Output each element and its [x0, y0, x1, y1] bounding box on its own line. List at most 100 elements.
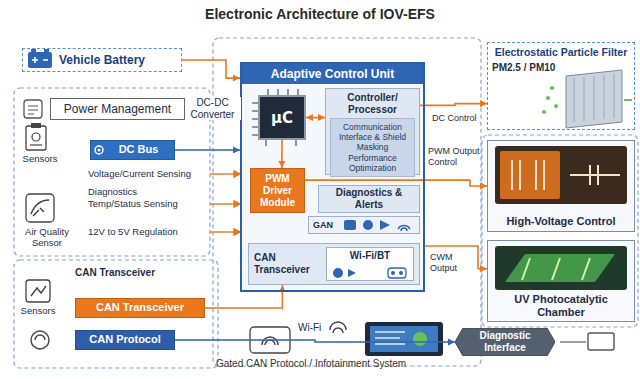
particle-filter-figure	[542, 70, 632, 128]
dc-bus-dot	[95, 146, 103, 154]
protocol-icon	[31, 331, 49, 349]
power-icon	[24, 100, 42, 118]
processor-box: Controller/ ProcessorCommunication Inter…	[325, 88, 420, 175]
box-fill	[487, 42, 635, 130]
annotation-label: Voltage/Current Sensing	[88, 168, 191, 179]
connector-arrow	[205, 285, 282, 308]
node-label: Diagnostics & Alerts	[322, 187, 416, 211]
dc-bus-dot	[98, 149, 101, 152]
driver-box: PWM Driver Module	[250, 168, 305, 213]
wireless-icons	[348, 269, 356, 277]
air-quality-icon	[26, 194, 54, 222]
connector-arrow	[175, 149, 240, 151]
air-quality-icon	[31, 200, 49, 216]
annotation-label: 12V to 5V Regulation	[88, 226, 178, 237]
interface-box: Communication Interface & Shield Masking…	[330, 118, 415, 177]
box-fill	[308, 216, 420, 234]
gan-icons	[363, 220, 373, 230]
box-fill	[22, 42, 635, 322]
annotation-label: Diagnostics	[88, 186, 137, 197]
node-label: GAN	[313, 220, 415, 231]
particle-filter-figure	[550, 86, 554, 90]
can-sensor-icon	[31, 286, 46, 296]
gan-icons	[380, 220, 390, 230]
gan-icons	[344, 220, 356, 230]
battery-icon	[31, 49, 36, 52]
high-voltage-figure	[495, 146, 627, 204]
node-label: Power Management	[55, 102, 180, 116]
protocol-icon	[31, 331, 49, 349]
diagram-title: Electronic Architecture of IOV-EFS	[0, 6, 640, 22]
annotation-label: Sensors	[16, 305, 60, 316]
sensing-wire	[210, 203, 236, 204]
annotation-label: DC Control	[432, 113, 477, 124]
battery-icon	[28, 49, 52, 68]
node-label: Wi-Fi/BT	[329, 250, 411, 262]
wireless-icons	[388, 268, 406, 278]
box-fill	[248, 243, 420, 285]
annotation-label: Temp/Status Sensing	[88, 198, 178, 209]
chip-box: μC	[258, 95, 306, 140]
infotainment-screen	[365, 322, 443, 356]
connector-arrow	[182, 60, 240, 78]
wireless-box: Wi-Fi/BT	[326, 247, 414, 281]
sensor-icon	[26, 123, 46, 150]
monitor-icon	[560, 341, 586, 342]
uv-chamber-figure	[522, 258, 590, 280]
bus-box: DC Bus	[90, 140, 175, 160]
edge-label: DC-DC Converter	[185, 97, 241, 120]
gan-icons	[398, 226, 410, 231]
connector-arrow	[306, 117, 325, 119]
power-icon	[24, 100, 42, 118]
region-outline	[482, 135, 638, 327]
wifi-module-icon	[330, 322, 346, 333]
chamber-box: UV Photocatalytic Chamber	[487, 240, 635, 322]
annotation-label: Gated CAN Protocol / Infotainment System	[216, 358, 406, 370]
box-fill	[240, 62, 425, 292]
wireless-icons	[333, 268, 406, 278]
battery-icon	[44, 49, 49, 52]
dc-bus-dot	[95, 146, 103, 154]
sensor-icon	[26, 126, 46, 150]
box-fill	[22, 48, 182, 72]
annotation-label: Wi-Fi	[298, 322, 321, 334]
uv-chamber-figure	[505, 254, 615, 282]
wifi-module-icon	[250, 322, 346, 353]
box-fill	[326, 247, 414, 281]
sensor-icon	[30, 144, 42, 145]
particle-filter-figure	[546, 96, 550, 100]
node-label: Vehicle Battery	[59, 53, 175, 67]
sensor-icon	[31, 123, 41, 128]
node-label: μC	[262, 109, 302, 127]
node-label: CAN Protocol	[80, 333, 170, 346]
gan-box: GAN	[308, 216, 420, 234]
infotainment-screen	[413, 332, 427, 346]
transceiver-box: CAN Transceiver	[75, 298, 205, 318]
wireless-icons	[333, 268, 343, 278]
power-box: Power Management	[50, 98, 185, 120]
annotation-label: CAN Transceiver	[75, 267, 155, 279]
transceiver-box: CAN TransceiverWi-Fi/BT	[248, 243, 420, 285]
high-voltage-figure	[512, 160, 620, 190]
voltage-box: High-Voltage Control	[487, 140, 635, 232]
region-outline	[213, 38, 481, 366]
annotation-label: CWM Output	[430, 252, 472, 274]
air-quality-icon	[26, 194, 54, 222]
region-outline	[14, 260, 218, 368]
particle-filter-figure	[624, 99, 632, 101]
can-sensor-icon	[26, 280, 50, 302]
wifi-module-icon	[262, 337, 278, 345]
node-label: Electrostatic Particle Filter	[492, 46, 630, 59]
node-label: Adaptive Control Unit	[242, 64, 423, 84]
infotainment-screen	[370, 326, 438, 352]
high-voltage-figure	[495, 146, 627, 204]
infotainment-screen	[365, 322, 443, 356]
diagnostics-box: Diagnostics & Alerts	[318, 185, 420, 213]
node-label: DC Bus	[107, 143, 170, 156]
filter-box: Electrostatic Particle FilterPM2.5 / PM1…	[487, 42, 635, 130]
power-icon	[28, 106, 38, 114]
wireless-icons	[399, 271, 403, 275]
annotation-label: PWM Output Control	[428, 146, 482, 168]
node-label: CAN Transceiver	[80, 301, 200, 314]
connector-arrow	[420, 104, 487, 106]
